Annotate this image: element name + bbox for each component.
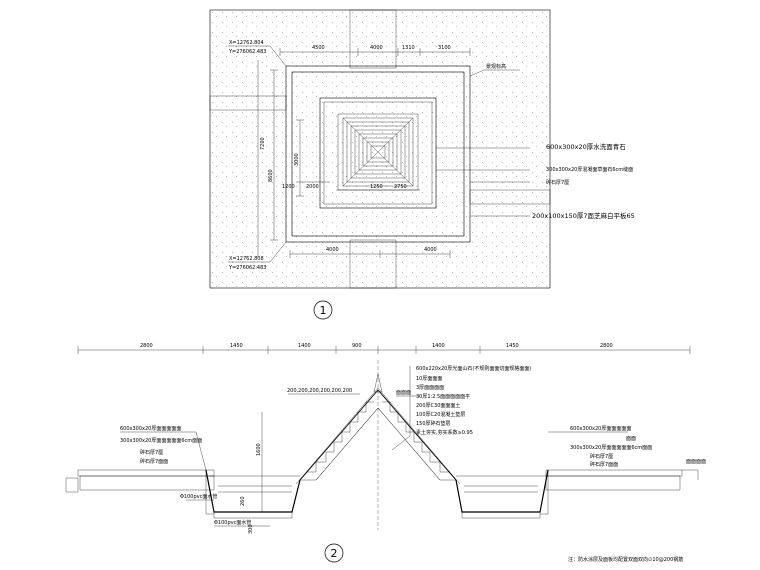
right-edge-label: 面面面面	[686, 459, 706, 465]
elevation-leader	[469, 69, 520, 77]
section-paving-left-top	[77, 469, 215, 477]
layer-note-3: 3厚面面面面	[416, 385, 444, 391]
coord-bottom-y: Y=276062.483	[228, 265, 266, 271]
coord-top-y: Y=276062.483	[228, 49, 266, 55]
plan-bottom-dim-1: 4000	[326, 247, 339, 253]
section-vdim-1: 1600	[256, 443, 262, 456]
layer-note-7: 150厚碎石垫层	[416, 420, 451, 427]
plan-ground-paving	[209, 9, 551, 289]
coord-top-x: X=12762.804	[229, 40, 264, 46]
plan-view-number-circle	[313, 300, 333, 320]
brick-path-south	[349, 239, 397, 289]
plan-left-dim-3: 3000	[294, 153, 300, 166]
plan-callout-4: 200x100x150厚7面芝麻白平板65	[532, 211, 635, 220]
section-dim-3: 1400	[298, 343, 311, 349]
layer-note-1: 600x220x20厚光面山石(不规则面面切面规格面面)	[416, 365, 531, 372]
right-note-1: 600x300x20厚面面面面面	[570, 426, 631, 432]
pipe-note-1: Φ100pvc面水管	[180, 493, 217, 500]
section-vdim-3: 300	[248, 524, 254, 534]
right-note-5: 碎石厚7面面	[590, 461, 618, 468]
layer-note-4: 30厚1:2.5面面面面面平	[416, 394, 470, 400]
section-left-curb	[65, 477, 79, 493]
basin-outer-edge	[285, 65, 471, 243]
ridge-label: 面面面	[396, 390, 411, 396]
plan-callout-2: 300x300x20厚混凝面草面石6cm缝面	[546, 166, 633, 173]
basin-crosshatch-band	[291, 71, 465, 237]
section-dim-7: 2800	[600, 343, 613, 349]
coord-top-leader	[228, 45, 287, 67]
basin-inner-border	[319, 97, 437, 209]
right-note-2: 面面	[626, 436, 636, 442]
plan-small-dim-1: 1200	[282, 184, 295, 190]
section-dim-6: 1450	[506, 343, 519, 349]
section-basin-right-outline	[455, 469, 549, 513]
plan-dimensions	[257, 48, 471, 258]
section-vdim-2: 260	[240, 496, 246, 506]
layer-note-6: 100厚C20混凝土垫层	[416, 411, 465, 418]
plan-left-dim-2: 7200	[260, 137, 266, 150]
left-note-1: 600x300x20厚面面面面面	[120, 426, 181, 432]
section-dim-1: 2800	[140, 343, 153, 349]
section-basin-right-floor	[461, 511, 541, 519]
pipe-note-2: Φ100pvc面水管	[214, 519, 251, 526]
step-dims: 200,200,200,200,200,200	[287, 388, 352, 394]
section-paving-left-gravel	[79, 475, 215, 491]
section-paving-right-top	[545, 469, 683, 477]
layer-note-8: 素土夯实,夯实系数≥0.95	[416, 429, 473, 436]
section-basin-left-outline	[205, 469, 301, 513]
section-view: 2800 1450 1400 900 1400 1450 2800	[65, 343, 706, 563]
basin-scallop-band	[323, 101, 433, 205]
layer-note-5: 200厚C30面面面土	[416, 402, 460, 409]
plan-top-dim-1: 4500	[312, 45, 325, 51]
section-right-curb	[682, 469, 699, 480]
pyramid-steps	[342, 117, 414, 187]
coord-bottom-x: X=12762.808	[229, 256, 264, 262]
section-view-number: 2	[331, 547, 338, 560]
section-basin-left-floor	[213, 511, 293, 519]
section-top-dimension-line	[77, 346, 691, 354]
right-note-4: 碎石厚7厘	[590, 453, 613, 460]
plan-small-dim-2: 2000	[306, 184, 319, 190]
plan-callouts	[436, 147, 530, 217]
layer-notes-leader	[391, 366, 411, 451]
plan-center-dim-1: 1250	[370, 184, 383, 190]
plan-callout-1: 600x300x20厚水洗面青石	[546, 142, 626, 151]
plan-top-dim-4: 3100	[438, 45, 451, 51]
plan-center-dim-2: 2750	[394, 184, 407, 190]
elevation-label: 景观标高	[486, 63, 506, 70]
left-notes-leader	[120, 431, 207, 471]
section-dim-4: 900	[352, 343, 362, 349]
right-note-3: 300x300x20厚面面面面面6cm面面	[570, 445, 652, 451]
plan-view: 4500 4000 1310 3100 4000 4000 8600 7200 …	[209, 9, 635, 320]
section-view-number-circle	[324, 543, 344, 563]
left-note-3: 碎石厚7厘	[140, 449, 163, 456]
plan-left-dim-1: 8600	[268, 169, 274, 182]
section-footnote: 注：防水涂层及面板均配置双面双向∅10@200钢筋	[568, 556, 683, 563]
section-paving-right-gravel	[545, 475, 681, 491]
coord-bottom-leader	[228, 241, 287, 263]
brick-path-north	[349, 9, 397, 69]
left-note-4: 碎石厚7面面	[140, 458, 168, 465]
left-note-2: 300x300x20厚面面面面面6cm面面	[120, 438, 202, 444]
plan-top-dim-2: 4000	[370, 45, 383, 51]
plan-view-number: 1	[320, 304, 327, 317]
section-dim-2: 1450	[230, 343, 243, 349]
plan-bottom-dim-2: 4000	[424, 247, 437, 253]
section-dim-5: 1400	[432, 343, 445, 349]
plan-top-dim-3: 1310	[402, 45, 415, 51]
section-pyramid	[295, 360, 461, 530]
plan-callout-3: 碎石厚7厘	[546, 179, 569, 186]
layer-notes: 600x220x20厚光面山石(不规则面面切面规格面面) 10厚面面面 3厚面面…	[416, 365, 531, 436]
layer-note-2: 10厚面面面	[416, 376, 442, 382]
